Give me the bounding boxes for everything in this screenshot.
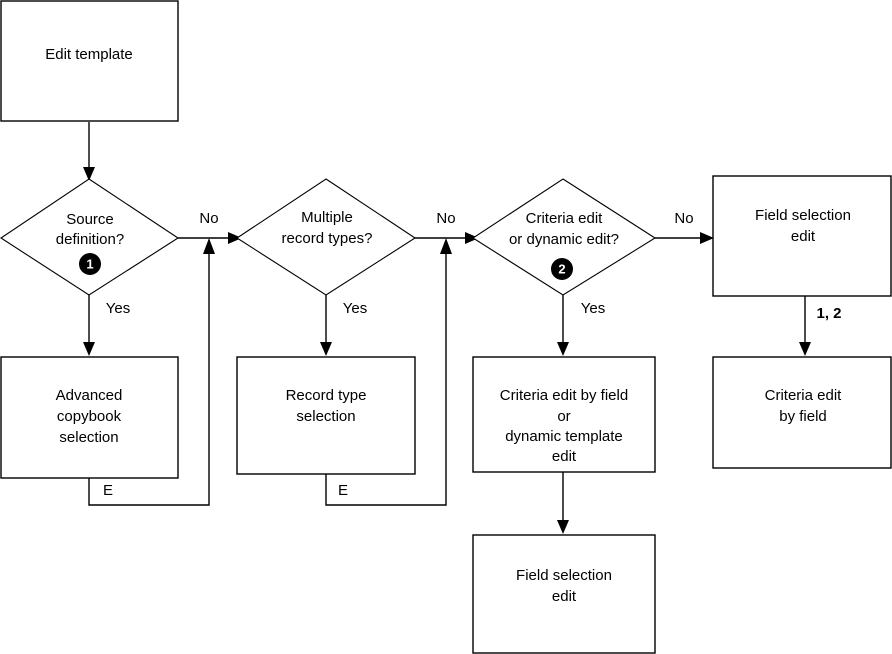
node-criteria-or-dynamic-line1: Criteria edit (526, 210, 604, 227)
connector-copybook-return-e (88, 252, 210, 506)
badge-1-circle (79, 253, 101, 275)
edge-label-no-2: No (436, 210, 455, 227)
arrowhead-criteria-no (700, 232, 714, 244)
node-field-selection-edit-bottom-line1: Field selection (516, 567, 612, 584)
node-edit-template[interactable]: Edit template (0, 0, 179, 122)
edge-label-no-1: No (199, 210, 218, 227)
arrowhead-field-to-criteria-edit (799, 342, 811, 356)
edge-label-return-e-1: E (103, 482, 113, 499)
node-advanced-copybook-box (0, 356, 179, 479)
node-field-selection-edit-right[interactable]: Field selection edit (712, 175, 892, 297)
node-criteria-or-dynamic-edit-line4: edit (552, 448, 577, 465)
node-advanced-copybook-line1: Advanced (56, 387, 123, 404)
node-multiple-record-types[interactable]: Multiple record types? (235, 178, 417, 296)
node-field-selection-edit-right-line2: edit (791, 228, 816, 245)
node-criteria-or-dynamic-line2: or dynamic edit? (509, 231, 619, 248)
node-edit-template-label: Edit template (45, 46, 133, 63)
node-advanced-copybook[interactable]: Advanced copybook selection (0, 356, 179, 479)
node-source-definition-line1: Source (66, 211, 114, 228)
node-criteria-or-dynamic-shape (471, 178, 657, 296)
edge-label-one-two: 1, 2 (816, 305, 841, 322)
node-record-type-selection-line1: Record type (286, 387, 367, 404)
node-advanced-copybook-line3: selection (59, 429, 118, 446)
node-source-definition[interactable]: Source definition? 1 (0, 178, 180, 296)
node-field-selection-edit-bottom[interactable]: Field selection edit (472, 534, 656, 654)
edge-label-yes-2: Yes (343, 300, 367, 317)
node-criteria-edit-by-field-line2: by field (779, 408, 827, 425)
node-source-definition-shape (0, 178, 180, 296)
node-source-definition-line2: definition? (56, 231, 124, 248)
arrowhead-criteria-yes (557, 342, 569, 356)
badge-1-label: 1 (86, 256, 93, 271)
arrowhead-copybook-return-e (203, 238, 215, 254)
arrowhead-record-types-yes (320, 342, 332, 356)
node-criteria-or-dynamic-edit-line2: or (557, 408, 570, 425)
node-advanced-copybook-line2: copybook (57, 408, 122, 425)
node-field-selection-edit-bottom-line2: edit (552, 588, 577, 605)
node-record-type-selection[interactable]: Record type selection (236, 356, 416, 475)
node-criteria-or-dynamic-edit-box (472, 356, 656, 473)
node-criteria-edit-by-field-line1: Criteria edit (765, 387, 843, 404)
node-record-type-selection-box (236, 356, 416, 475)
node-criteria-or-dynamic-edit-line3: dynamic template (505, 428, 623, 445)
badge-2-label: 2 (558, 261, 565, 276)
edge-label-yes-1: Yes (106, 300, 130, 317)
node-criteria-edit-by-field[interactable]: Criteria edit by field (712, 356, 892, 469)
arrowhead-source-no (228, 232, 242, 244)
arrowhead-source-yes (83, 342, 95, 356)
arrowhead-edit-to-source (83, 167, 95, 181)
edge-label-return-e-2: E (338, 482, 348, 499)
node-field-selection-edit-bottom-box (472, 534, 656, 654)
badge-2-circle (551, 258, 573, 280)
node-criteria-or-dynamic[interactable]: Criteria edit or dynamic edit? 2 (471, 178, 657, 296)
node-record-type-selection-line2: selection (296, 408, 355, 425)
node-criteria-or-dynamic-edit-line1: Criteria edit by field (500, 387, 628, 404)
node-criteria-edit-by-field-box (712, 356, 892, 469)
node-criteria-or-dynamic-edit[interactable]: Criteria edit by field or dynamic templa… (472, 356, 656, 473)
edge-label-yes-3: Yes (581, 300, 605, 317)
node-multiple-record-types-line1: Multiple (301, 209, 353, 226)
arrowhead-dynamic-to-field-selection (557, 520, 569, 534)
node-multiple-record-types-shape (235, 178, 417, 296)
node-field-selection-edit-right-line1: Field selection (755, 207, 851, 224)
connector-record-type-return-e (325, 252, 447, 506)
node-multiple-record-types-line2: record types? (282, 230, 373, 247)
edge-label-no-3: No (674, 210, 693, 227)
node-edit-template-box (0, 0, 179, 122)
arrowhead-record-type-return-e (440, 238, 452, 254)
node-field-selection-edit-right-box (712, 175, 892, 297)
